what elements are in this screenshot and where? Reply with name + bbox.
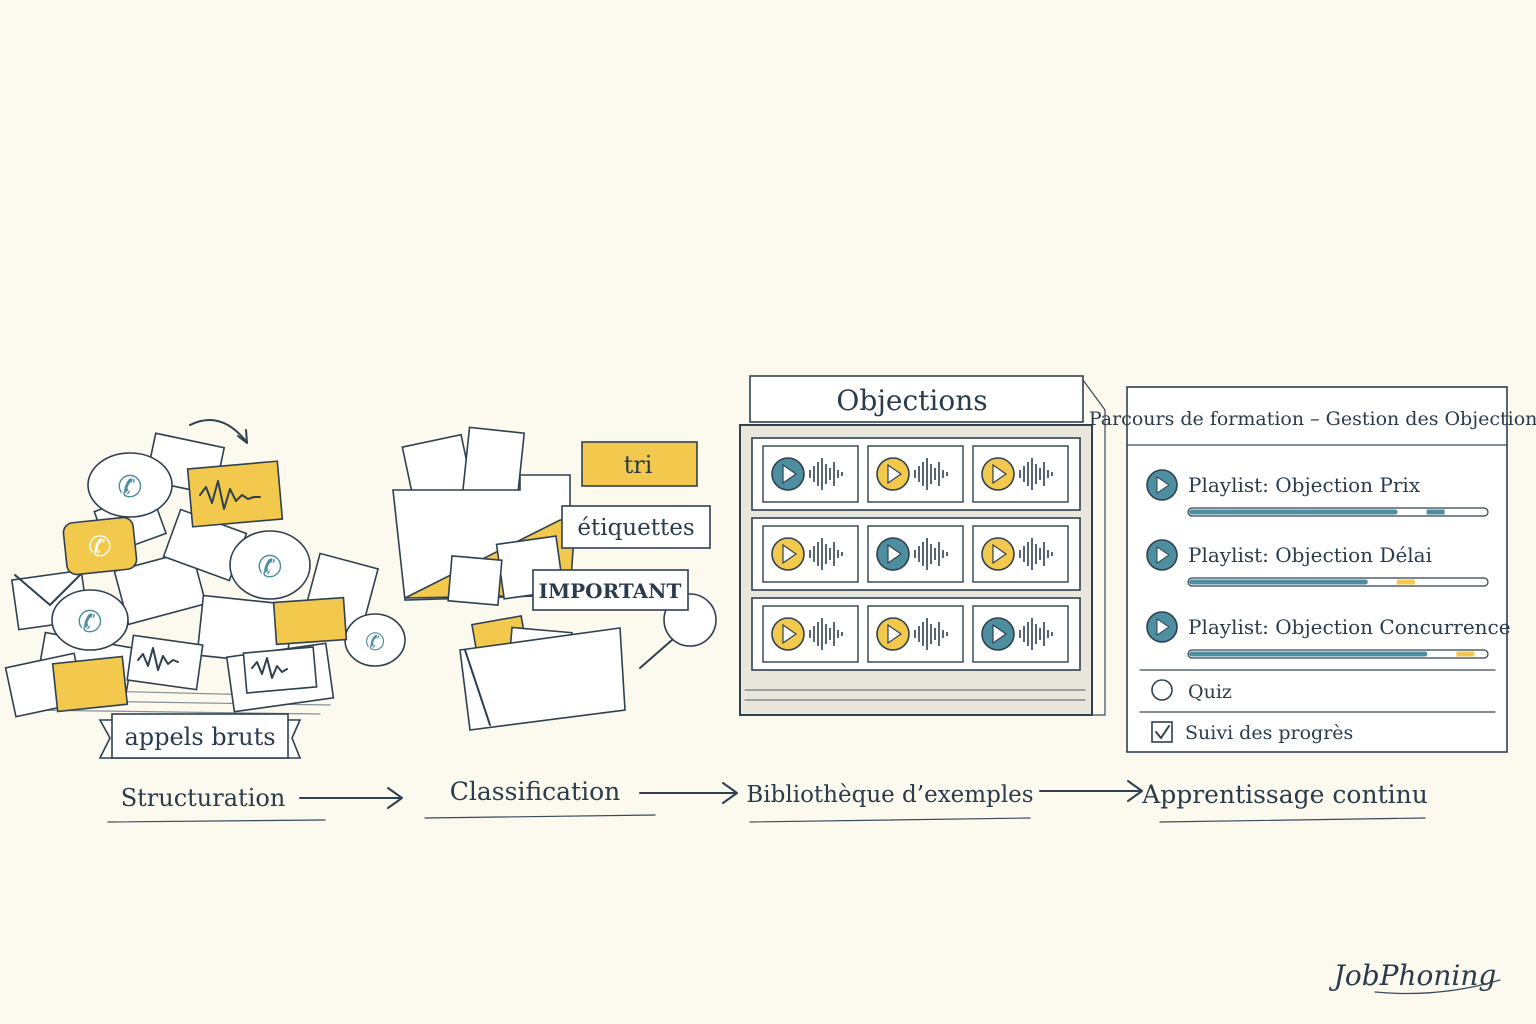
svg-text:✆: ✆: [77, 605, 102, 640]
play-icon[interactable]: [771, 537, 805, 571]
arrow-right-icon: [1039, 780, 1143, 802]
tag-tri: tri: [581, 441, 698, 487]
audio-clip-card[interactable]: [972, 445, 1069, 503]
tag-important-label: IMPORTANT: [539, 579, 682, 603]
waveform-icon: [1019, 538, 1053, 570]
waveform-icon: [1019, 618, 1053, 650]
waveform-icon: [809, 458, 843, 490]
quiz-radio-icon[interactable]: [1151, 679, 1173, 701]
tag-important: IMPORTANT: [532, 569, 689, 611]
raw-calls-pile: ✆ ✆ ✆ ✆ ✆: [4, 419, 406, 759]
progress-fill: [1189, 509, 1398, 515]
suivi-label: Suivi des progrès: [1185, 722, 1353, 744]
audio-clip-card[interactable]: [762, 605, 859, 663]
tag-etiquettes: étiquettes: [561, 505, 711, 549]
phone-bubble-icon: ✆: [344, 613, 406, 667]
playlist-item[interactable]: Playlist: Objection Prix: [1146, 469, 1489, 517]
progress-marker: [1456, 651, 1475, 657]
phone-bubble-icon: ✆: [229, 530, 311, 600]
waveform-icon: [1019, 458, 1053, 490]
shelf-title: Objections: [836, 384, 987, 417]
suivi-checkbox-icon[interactable]: [1151, 721, 1173, 743]
play-icon[interactable]: [771, 457, 805, 491]
phone-bubble-icon: ✆: [51, 589, 129, 651]
training-panel: Parcours de formation – Gestion des Obje…: [1089, 386, 1536, 753]
svg-text:✆: ✆: [257, 550, 282, 585]
progress-fill: [1189, 579, 1368, 585]
audio-clip-card[interactable]: [867, 605, 964, 663]
svg-text:✆: ✆: [117, 470, 142, 505]
audio-clip-card[interactable]: [762, 525, 859, 583]
training-title: Parcours de formation – Gestion des Obje…: [1089, 408, 1536, 430]
stage-apprentissage: Apprentissage continu: [1141, 780, 1428, 809]
playlist-label: Playlist: Objection Prix: [1188, 473, 1421, 497]
progress-marker: [1396, 579, 1415, 585]
waveform-icon: [914, 618, 948, 650]
open-folder-icon: [459, 615, 626, 731]
shelf-header: [749, 375, 1084, 423]
raw-calls-label: appels bruts: [124, 723, 275, 751]
playlist-item[interactable]: Playlist: Objection Concurrence: [1146, 611, 1511, 659]
svg-text:✆: ✆: [365, 628, 385, 656]
brand-logo: JobPhoning: [1329, 959, 1497, 992]
svg-text:✆: ✆: [88, 530, 111, 563]
phone-bubbles: ✆ ✆ ✆ ✆ ✆: [51, 452, 406, 667]
tag-tri-label: tri: [624, 451, 653, 479]
waveform-icon: [809, 538, 843, 570]
waveform-icon: [914, 538, 948, 570]
classification-group: tri étiquettes IMPORTANT: [392, 426, 717, 731]
play-icon[interactable]: [981, 537, 1015, 571]
waveform-icon: [914, 458, 948, 490]
progress-fill: [1189, 651, 1428, 657]
play-icon[interactable]: [771, 617, 805, 651]
play-icon[interactable]: [1146, 539, 1178, 571]
arrow-right-icon: [639, 782, 738, 804]
play-icon[interactable]: [981, 617, 1015, 651]
play-icon[interactable]: [876, 457, 910, 491]
play-icon[interactable]: [876, 617, 910, 651]
tag-etiquettes-label: étiquettes: [577, 515, 694, 541]
arrow-right-icon: [299, 787, 403, 809]
progress-marker: [1426, 509, 1445, 515]
play-icon[interactable]: [876, 537, 910, 571]
stage-classification: Classification: [450, 777, 620, 806]
play-icon[interactable]: [981, 457, 1015, 491]
stage-bibliotheque: Bibliothèque d’exemples: [746, 782, 1033, 808]
play-icon[interactable]: [1146, 611, 1178, 643]
audio-clip-card[interactable]: [867, 525, 964, 583]
audio-clip-card[interactable]: [762, 445, 859, 503]
curved-arrow-icon: [189, 419, 246, 441]
raw-calls-banner: appels bruts: [98, 713, 302, 759]
play-icon[interactable]: [1146, 469, 1178, 501]
audio-clip-card[interactable]: [867, 445, 964, 503]
stage-labels: Structuration Classification Bibliothèqu…: [107, 777, 1428, 823]
quiz-label: Quiz: [1188, 681, 1232, 703]
phone-bubble-icon: ✆: [87, 452, 173, 518]
shelf-cells: [762, 445, 1069, 663]
phone-bubble-icon: ✆: [62, 516, 138, 576]
stage-structuration: Structuration: [121, 784, 286, 812]
audio-clip-card[interactable]: [972, 525, 1069, 583]
waveform-icon: [809, 618, 843, 650]
playlist-label: Playlist: Objection Concurrence: [1188, 615, 1511, 639]
playlist-item[interactable]: Playlist: Objection Délai: [1146, 539, 1489, 587]
objections-shelf: Objections: [739, 375, 1106, 716]
playlist-label: Playlist: Objection Délai: [1188, 543, 1432, 567]
audio-notes: [51, 460, 348, 713]
audio-clip-card[interactable]: [972, 605, 1069, 663]
